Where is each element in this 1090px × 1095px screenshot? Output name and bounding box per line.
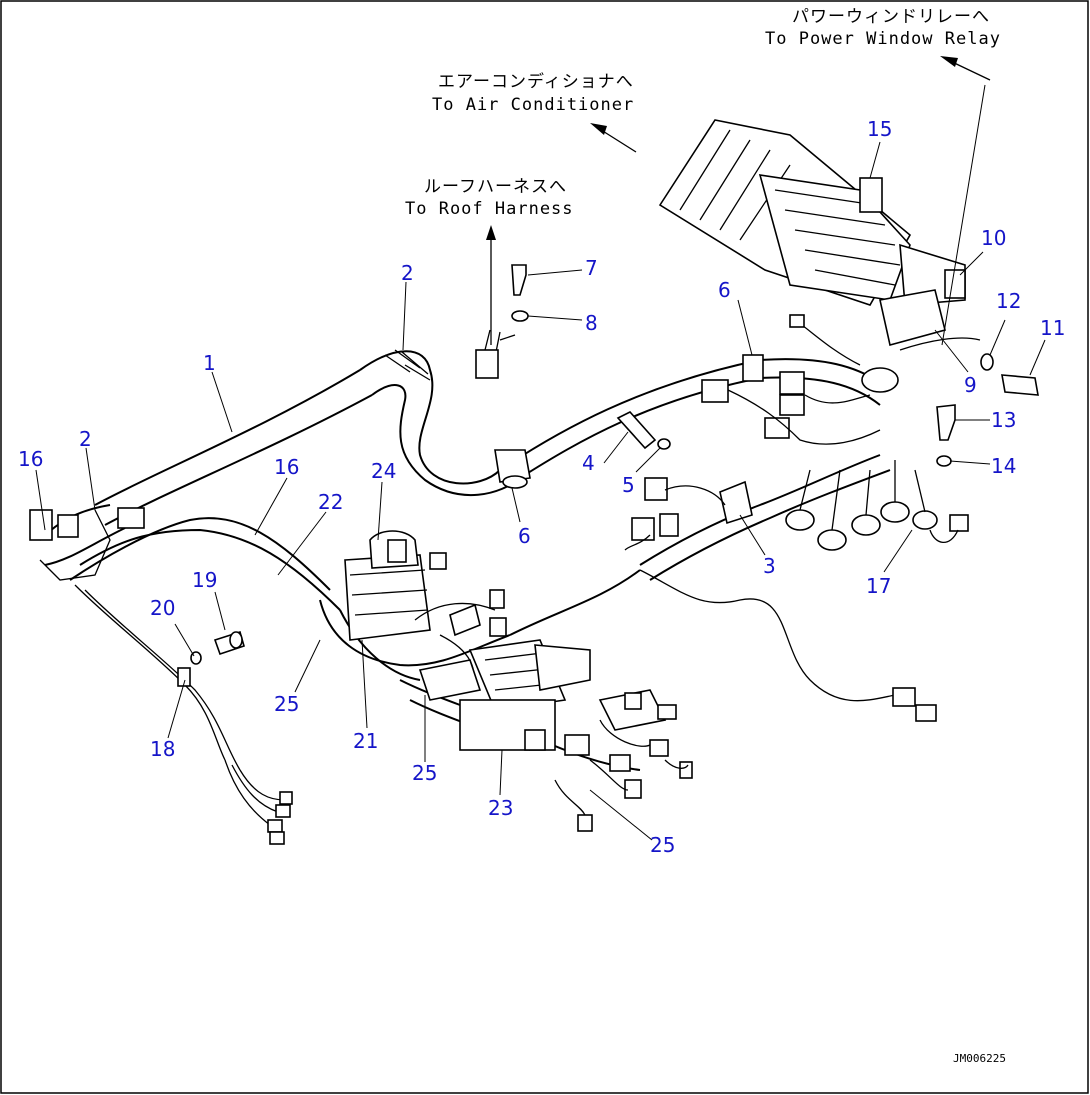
callout-13: 13 bbox=[991, 408, 1016, 432]
callout-1: 1 bbox=[203, 351, 216, 375]
callout-2-upper: 2 bbox=[401, 261, 414, 285]
callout-6-right: 6 bbox=[718, 278, 731, 302]
leader-lines bbox=[35, 141, 1046, 841]
callout-18: 18 bbox=[150, 737, 175, 761]
relay-section bbox=[475, 119, 1039, 467]
note-power-window-en: To Power Window Relay bbox=[765, 29, 1001, 49]
note-air-conditioner-jp: エアーコンディショナへ bbox=[438, 71, 634, 92]
callout-15: 15 bbox=[867, 117, 892, 141]
callout-8: 8 bbox=[585, 311, 598, 335]
left-harness-section bbox=[29, 504, 341, 845]
callout-21: 21 bbox=[353, 729, 378, 753]
callout-17: 17 bbox=[866, 574, 891, 598]
callout-24: 24 bbox=[371, 459, 396, 483]
callout-22: 22 bbox=[318, 490, 343, 514]
right-harness-section bbox=[624, 454, 969, 722]
callout-14: 14 bbox=[991, 454, 1016, 478]
callout-11: 11 bbox=[1040, 316, 1065, 340]
callout-7: 7 bbox=[585, 256, 598, 280]
callout-3: 3 bbox=[763, 554, 776, 578]
callout-5: 5 bbox=[622, 473, 635, 497]
callout-4: 4 bbox=[582, 451, 595, 475]
callout-25-left: 25 bbox=[274, 692, 299, 716]
note-power-window-jp: パワーウィンドリレーへ bbox=[792, 7, 990, 27]
lower-harness-section bbox=[399, 639, 693, 832]
callout-12: 12 bbox=[996, 289, 1021, 313]
callout-25-right: 25 bbox=[650, 833, 675, 857]
note-roof-harness-jp: ルーフハーネスへ bbox=[424, 177, 567, 197]
note-air-conditioner-en: To Air Conditioner bbox=[432, 95, 634, 115]
dash-harness-section bbox=[319, 530, 641, 691]
callout-25-mid: 25 bbox=[412, 761, 437, 785]
callout-9: 9 bbox=[964, 373, 977, 397]
callout-23: 23 bbox=[488, 796, 513, 820]
callout-16-mid: 16 bbox=[274, 455, 299, 479]
note-roof-harness-en: To Roof Harness bbox=[405, 199, 574, 219]
callout-20: 20 bbox=[150, 596, 175, 620]
callout-6-clamp: 6 bbox=[518, 524, 531, 548]
callout-10: 10 bbox=[981, 226, 1006, 250]
callout-2-left: 2 bbox=[79, 427, 92, 451]
callout-16-left: 16 bbox=[18, 447, 43, 471]
callout-19: 19 bbox=[192, 568, 217, 592]
direction-arrows bbox=[486, 56, 991, 346]
drawing-number: JM006225 bbox=[953, 1052, 1006, 1065]
